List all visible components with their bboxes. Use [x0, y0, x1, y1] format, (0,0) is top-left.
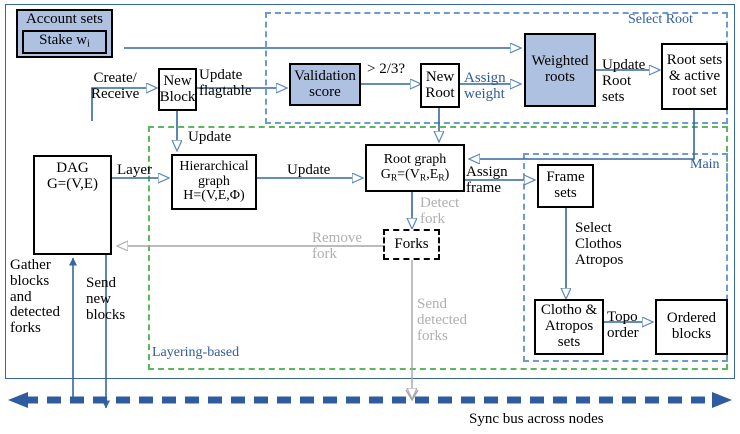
box-frame-sets[interactable]: Frame sets — [537, 164, 594, 208]
region-select-root-label: Select Root — [628, 12, 693, 27]
box-hierarchical-graph[interactable]: Hierarchical graph H=(V,E,Φ) — [171, 154, 257, 210]
box-stake[interactable]: Stake wi — [22, 30, 107, 54]
box-dag-line2: G=(V,E) — [46, 175, 99, 192]
edge-label-assign-weight: Assign weight — [464, 70, 506, 102]
box-new-block[interactable]: New Block — [158, 68, 197, 111]
box-root-graph[interactable]: Root graph GR=(VR,ER) — [365, 144, 465, 192]
box-new-block-line1: New — [163, 72, 192, 89]
edge-label-detect-fork: Detect fork — [420, 195, 460, 227]
box-ordered-blocks-line1: Ordered — [666, 310, 717, 327]
box-ordered-blocks-line2: blocks — [671, 326, 712, 342]
box-dag[interactable]: DAG G=(V,E) — [33, 155, 112, 255]
box-clotho-atropos-sets-line2: Atropos — [544, 318, 594, 335]
region-main-label: Main — [690, 157, 720, 172]
node-boundary-frame — [5, 4, 735, 379]
box-clotho-atropos-sets-line1: Clotho & — [540, 302, 598, 319]
edge-label-send-new-blocks: Send new blocks — [86, 275, 126, 323]
edge-label-update-root-sets: Update Root sets — [602, 57, 646, 105]
box-root-sets-line1: Root sets — [666, 51, 723, 68]
box-clotho-atropos-sets-line3: sets — [557, 333, 581, 350]
box-account-sets-label: Account sets — [25, 11, 104, 27]
edge-label-update-hier: Update — [188, 129, 232, 145]
sync-bus-line — [8, 392, 732, 408]
edge-label-send-detected-forks: Send detected forks — [417, 296, 467, 344]
box-stake-label: Stake wi — [39, 32, 90, 50]
box-clotho-atropos-sets[interactable]: Clotho & Atropos sets — [534, 299, 604, 355]
box-root-sets-line3: root set — [672, 83, 717, 100]
edge-label-two-thirds: > 2/3? — [367, 61, 406, 77]
box-root-sets[interactable]: Root sets & active root set — [661, 43, 728, 110]
edge-label-layer: Layer — [117, 162, 152, 178]
box-validation-score[interactable]: Validation score — [289, 63, 361, 106]
box-new-block-line2: Block — [159, 88, 196, 105]
box-weighted-roots-line2: roots — [545, 69, 575, 85]
edge-label-assign-frame: Assign frame — [466, 164, 508, 196]
box-hierarchical-graph-line3: H=(V,E,Φ) — [183, 188, 245, 204]
box-new-root-line2: Root — [425, 84, 455, 101]
edge-label-gather-blocks: Gather blocks and detected forks — [10, 257, 60, 336]
box-validation-score-line2: score — [309, 83, 341, 100]
box-root-sets-line2: & active — [668, 67, 721, 84]
edge-label-create-receive: Create/ Receive — [91, 70, 140, 102]
edge-label-update-flagtable: Update flagtable — [199, 67, 252, 99]
box-weighted-roots[interactable]: Weighted roots — [524, 33, 596, 107]
box-forks-label: Forks — [394, 235, 429, 252]
box-root-graph-line1: Root graph — [383, 151, 447, 167]
box-frame-sets-line1: Frame — [546, 169, 585, 186]
edge-label-select-clothos-atropos: Select Clothos Atropos — [575, 220, 624, 268]
edge-label-remove-fork: Remove fork — [312, 230, 362, 262]
box-root-graph-line2: GR=(VR,ER) — [380, 166, 450, 184]
region-main — [523, 153, 728, 362]
box-frame-sets-line2: sets — [554, 185, 577, 201]
sync-bus-caption: Sync bus across nodes — [469, 411, 604, 427]
box-validation-score-line1: Validation — [294, 67, 356, 84]
box-dag-line1: DAG — [56, 160, 89, 176]
box-weighted-roots-line1: Weighted — [531, 53, 589, 70]
box-ordered-blocks[interactable]: Ordered blocks — [655, 299, 728, 355]
edge-label-update-rootgraph: Update — [287, 162, 331, 178]
box-new-root[interactable]: New Root — [420, 63, 460, 108]
box-hierarchical-graph-line2: graph — [198, 173, 230, 189]
box-forks[interactable]: Forks — [383, 229, 440, 260]
region-layering-based-label: Layering-based — [152, 345, 240, 360]
edge-label-topo-order: Topo order — [607, 309, 639, 341]
box-new-root-line1: New — [425, 68, 455, 85]
box-hierarchical-graph-line1: Hierarchical — [179, 158, 249, 174]
